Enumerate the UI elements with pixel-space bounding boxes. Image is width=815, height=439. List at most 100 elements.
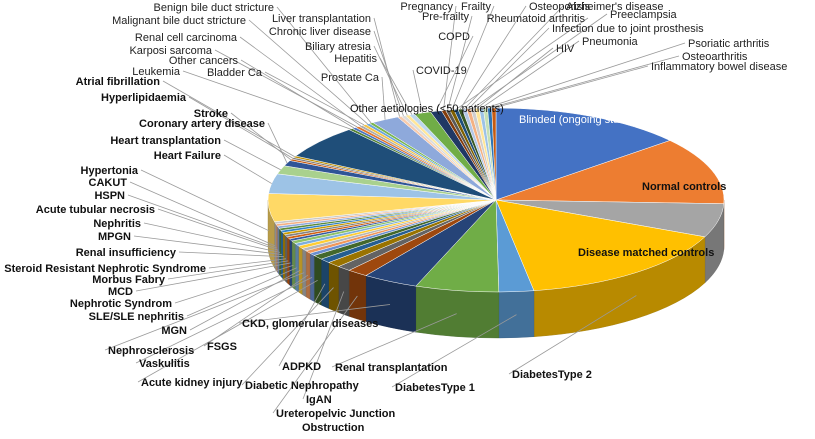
leader-line: [508, 295, 637, 375]
leader-line: [157, 208, 279, 251]
leader-line: [203, 274, 309, 347]
leader-line: [186, 267, 297, 317]
slice-label: Atrial fibrillation: [76, 76, 161, 88]
slice-label: IgAN: [306, 394, 332, 406]
leader-line: [267, 122, 288, 164]
slice-label: Other cancers: [169, 55, 239, 67]
leader-line: [272, 295, 358, 414]
slice-label: ADPKD: [282, 361, 321, 373]
leader-line: [188, 96, 294, 159]
slice-label: Other aetiologies (<50 patients): [350, 103, 504, 115]
slice-label: Osteoarthritis: [682, 51, 748, 63]
leader-line: [133, 235, 282, 255]
slice-label: Preeclampsia: [610, 9, 678, 21]
slice-label: Acute tubular necrosis: [36, 204, 155, 216]
pie-slice-side: [298, 245, 303, 295]
slice-label: Liver transplantation: [272, 13, 371, 25]
slice-label: Morbus Fabry: [92, 274, 166, 286]
leader-line: [331, 313, 457, 368]
slice-label: CAKUT: [89, 177, 128, 189]
leader-line: [240, 59, 355, 129]
leader-line: [230, 112, 292, 161]
leader-line: [140, 169, 269, 232]
pie-slice-side: [338, 266, 350, 317]
leader-line: [167, 260, 289, 280]
leader-line: [443, 5, 457, 111]
slice-label: Biliary atresia: [305, 41, 372, 53]
leader-line: [476, 47, 554, 109]
slice-label: Nephrosclerosis: [108, 345, 194, 357]
slice-label: Heart transplantation: [110, 135, 221, 147]
slice-label: MGN: [161, 325, 187, 337]
leader-line: [447, 15, 473, 111]
leader-line: [373, 45, 408, 116]
leader-line: [464, 5, 564, 110]
label-leader-lines: [104, 5, 686, 414]
pie-depth-layer: [267, 199, 725, 339]
pie-slice-side: [415, 285, 500, 339]
slice-label: Frailty: [461, 1, 491, 13]
slice-label: Normal controls: [642, 181, 726, 193]
leader-line: [412, 69, 423, 114]
leader-line: [264, 71, 365, 126]
pie-slice-side: [328, 262, 339, 313]
slice-label: Renal transplantation: [335, 362, 448, 374]
leader-line: [189, 269, 301, 331]
slice-label: Hepatitis: [334, 53, 377, 65]
slice-label: Acute kidney injury: [141, 377, 243, 389]
slice-label: DiabetesType 2: [512, 369, 592, 381]
leader-line: [485, 42, 686, 109]
pie-slice-side: [301, 248, 307, 298]
slice-label: Inflammatory bowel disease: [651, 61, 787, 73]
slice-label: Chronic liver disease: [269, 26, 371, 38]
pie-slice-side: [309, 252, 315, 302]
slice-label: Rheumatoid arthritis: [487, 13, 586, 25]
pie-slice-side: [498, 290, 535, 339]
slice-label: SLE/SLE nephritis: [89, 311, 184, 323]
slice-label: Bladder Ca: [207, 67, 263, 79]
leader-line: [489, 55, 680, 109]
pie-slice-side: [348, 270, 367, 322]
leader-line: [174, 264, 294, 304]
slice-label: Leukemia: [132, 66, 181, 78]
leader-line: [459, 5, 527, 110]
slice-labels: Blinded (ongoing studies) Normal controls…: [4, 1, 787, 434]
leader-line: [248, 19, 368, 125]
leader-line: [104, 272, 305, 351]
slice-label: Osteoporisis: [529, 1, 591, 13]
leader-line: [223, 139, 281, 171]
leader-line: [135, 276, 313, 364]
slice-label: Coronary artery disease: [139, 118, 265, 130]
leader-line: [468, 27, 550, 109]
leader-line: [208, 258, 287, 269]
slice-label: Prostate Ca: [321, 72, 380, 84]
leader-line: [493, 65, 649, 109]
slice-label: Disease matched controls: [578, 247, 714, 259]
slice-label: Blinded (ongoing studies): [519, 114, 643, 126]
leader-line: [302, 291, 345, 400]
slice-label: Diabetic Nephropathy: [245, 380, 360, 392]
slice-label: Stroke: [194, 108, 228, 120]
leader-line: [239, 36, 361, 127]
slice-label: Benign bile duct stricture: [154, 2, 274, 14]
slice-label: Pregnancy: [400, 1, 453, 13]
slice-label: Psoriatic arthritis: [688, 38, 770, 50]
slice-label: Hyperlipidaemia: [101, 92, 187, 104]
leader-line: [127, 194, 277, 249]
leader-line: [379, 57, 413, 115]
leader-line: [391, 314, 517, 388]
leader-line: [129, 181, 276, 247]
leader-line: [451, 5, 495, 110]
leader-line: [182, 70, 351, 130]
leader-line: [238, 304, 391, 324]
slice-label: HIV: [556, 43, 575, 55]
leader-line: [241, 287, 334, 386]
slice-label: Nephrotic Syndrom: [70, 298, 172, 310]
slice-label: FSGS: [207, 341, 237, 353]
slice-label: Pre-frailty: [422, 11, 470, 23]
slice-label: Vaskulitis: [139, 358, 190, 370]
leader-line: [381, 76, 386, 120]
